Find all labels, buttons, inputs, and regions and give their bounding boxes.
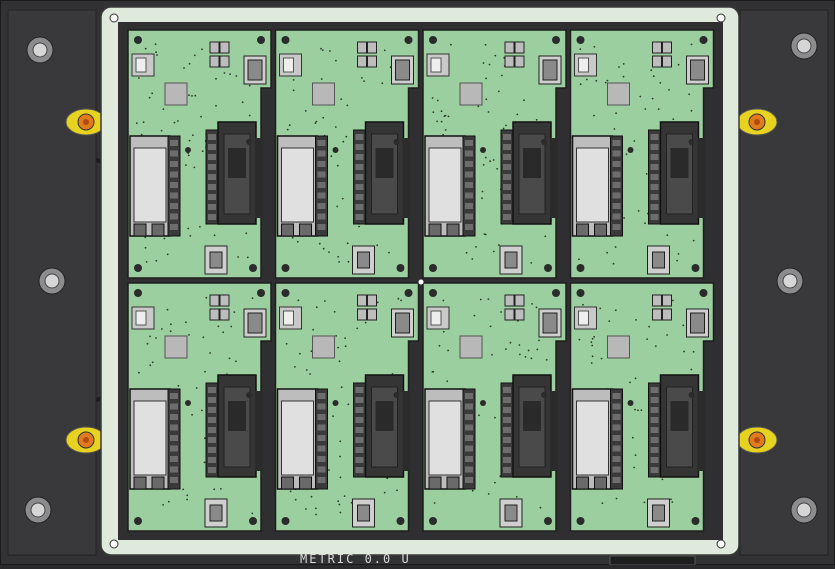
header-connector	[357, 41, 377, 68]
mounting-hole	[429, 517, 437, 525]
thermal-pad	[607, 335, 630, 359]
locating-pin	[736, 426, 778, 454]
left-power-connector	[129, 135, 181, 237]
routing-slot	[402, 138, 411, 218]
screw	[26, 36, 54, 64]
pcb-board	[569, 282, 715, 532]
mounting-hole	[552, 289, 560, 297]
left-power-connector	[276, 388, 328, 490]
right-power-connector	[648, 121, 700, 225]
screw	[24, 496, 52, 524]
screw	[776, 267, 804, 295]
left-power-connector	[276, 135, 328, 237]
thermal-pad	[607, 82, 630, 106]
locating-pin	[736, 108, 778, 136]
mounting-hole	[691, 517, 700, 525]
mounting-hole	[699, 289, 708, 297]
mounting-hole	[544, 264, 552, 272]
right-power-connector	[500, 121, 552, 225]
mounting-hole	[552, 36, 560, 44]
thermal-pad	[312, 82, 335, 106]
header-connector	[209, 294, 230, 321]
mounting-hole	[281, 264, 290, 272]
mounting-hole	[396, 264, 405, 272]
mounting-hole	[691, 264, 700, 272]
mounting-hole	[249, 264, 257, 272]
pcb-board	[422, 282, 567, 532]
mounting-hole	[281, 517, 290, 525]
thermal-pad	[164, 335, 188, 359]
locating-pins	[65, 108, 778, 454]
locating-pin	[65, 108, 107, 136]
header-connector	[652, 294, 672, 321]
right-power-connector	[353, 121, 405, 225]
routing-slot	[697, 391, 706, 471]
fixture-screws	[24, 32, 818, 524]
routing-slot	[550, 138, 558, 218]
mounting-hole	[134, 36, 142, 44]
mounting-hole	[257, 36, 265, 44]
routing-slot	[255, 138, 263, 218]
mounting-hole	[134, 289, 142, 297]
pcb-board	[422, 29, 567, 279]
locating-pin	[65, 426, 107, 454]
routing-slot	[697, 138, 706, 218]
right-power-connector	[648, 374, 700, 478]
mounting-hole	[281, 36, 290, 44]
mounting-hole	[281, 289, 290, 297]
thermal-pad	[312, 335, 335, 359]
mounting-hole	[429, 289, 437, 297]
pcb-board	[569, 29, 715, 279]
mounting-hole	[544, 517, 552, 525]
bottom-marking: METRIC 0.0 U	[300, 552, 411, 565]
left-power-connector	[424, 388, 476, 490]
routing-slot	[255, 391, 263, 471]
bottom-tab	[609, 555, 696, 566]
header-connector	[504, 41, 525, 68]
screw	[790, 32, 818, 60]
thermal-pad	[459, 335, 483, 359]
right-power-connector	[205, 374, 257, 478]
mounting-hole	[134, 264, 142, 272]
mounting-hole	[576, 289, 585, 297]
mounting-hole	[576, 36, 585, 44]
header-connector	[652, 41, 672, 68]
right-power-connector	[500, 374, 552, 478]
header-connector	[357, 294, 377, 321]
pcb-board	[274, 29, 420, 279]
thermal-pad	[459, 82, 483, 106]
mounting-hole	[699, 36, 708, 44]
mounting-hole	[396, 517, 405, 525]
header-connector	[209, 41, 230, 68]
mounting-hole	[404, 289, 413, 297]
thermal-pad	[164, 82, 188, 106]
header-connector	[504, 294, 525, 321]
left-power-connector	[571, 135, 623, 237]
left-power-connector	[129, 388, 181, 490]
center-fiducial	[417, 278, 425, 286]
screw	[38, 267, 66, 295]
right-power-connector	[205, 121, 257, 225]
pcb-board	[127, 29, 272, 279]
mounting-hole	[257, 289, 265, 297]
mounting-hole	[576, 264, 585, 272]
mounting-hole	[404, 36, 413, 44]
right-power-connector	[353, 374, 405, 478]
left-power-connector	[424, 135, 476, 237]
pcb-board	[127, 282, 272, 532]
mounting-hole	[576, 517, 585, 525]
left-power-connector	[571, 388, 623, 490]
mounting-hole	[429, 36, 437, 44]
frame-fiducials	[109, 13, 726, 549]
mounting-hole	[249, 517, 257, 525]
mounting-hole	[134, 517, 142, 525]
mounting-hole	[429, 264, 437, 272]
pcb-board	[274, 282, 420, 532]
screw	[790, 496, 818, 524]
routing-slot	[402, 391, 411, 471]
board-array	[127, 29, 715, 532]
routing-slot	[550, 391, 558, 471]
